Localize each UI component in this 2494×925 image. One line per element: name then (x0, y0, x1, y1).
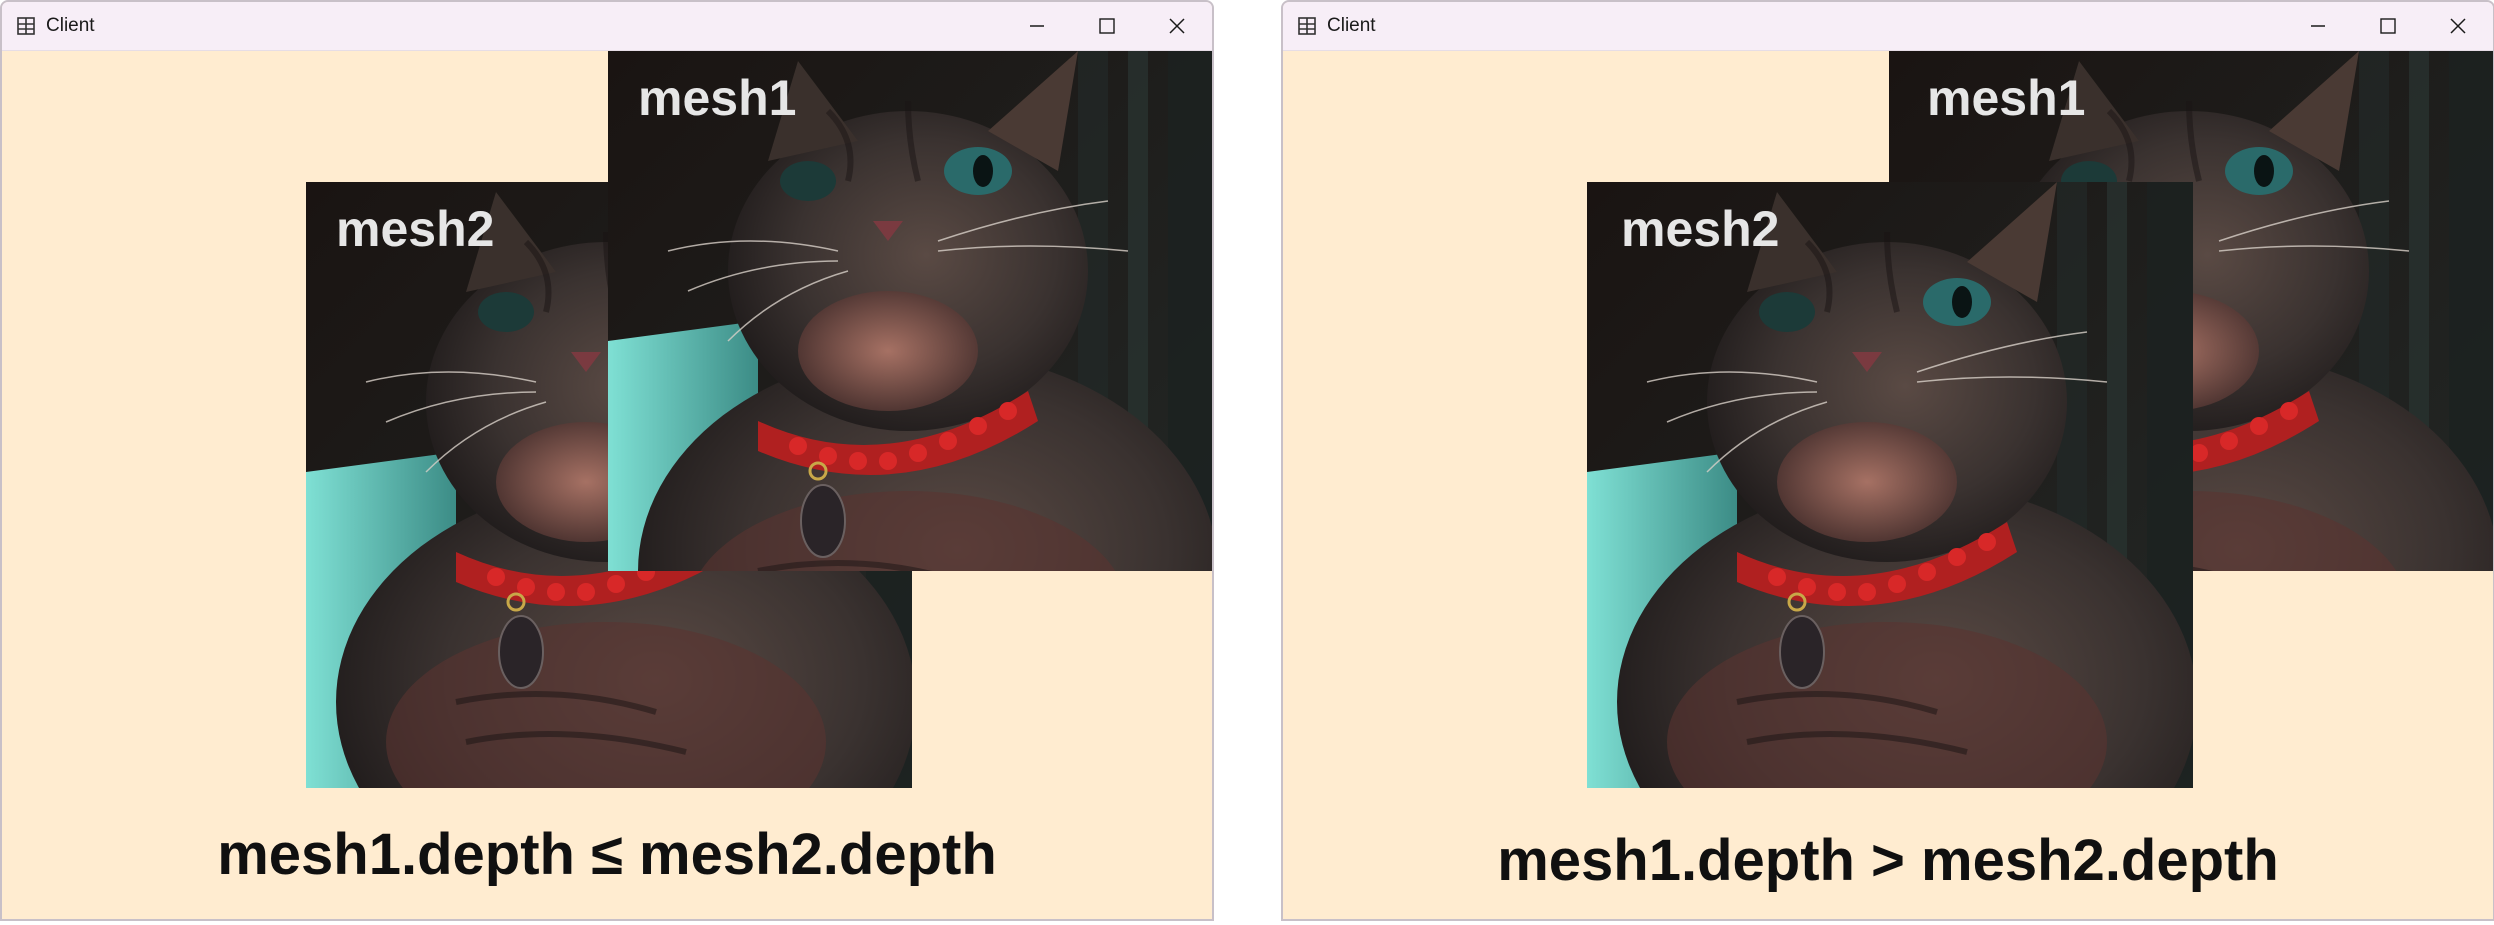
app-icon (17, 17, 35, 35)
maximize-icon (1099, 18, 1115, 34)
mesh1-quad: mesh1 (608, 51, 1214, 571)
client-window-left[interactable]: Client mesh2 mesh1 mesh1.d (0, 0, 1214, 921)
depth-caption: mesh1.depth ≤ mesh2.depth (217, 822, 997, 887)
client-window-right[interactable]: Client mesh1 mesh2 mesh1.d (1281, 0, 2494, 921)
mesh1-label: mesh1 (638, 70, 797, 126)
close-button[interactable] (1142, 2, 1212, 50)
title-bar[interactable]: Client (2, 2, 1212, 51)
maximize-button[interactable] (1072, 2, 1142, 50)
close-button[interactable] (2423, 2, 2493, 50)
app-icon (1298, 17, 1316, 35)
window-title: Client (1327, 15, 1376, 36)
cat-photo (1587, 182, 2193, 788)
title-bar[interactable]: Client (1283, 2, 2493, 51)
render-canvas[interactable]: mesh2 mesh1 mesh1.depth ≤ mesh2.depth (2, 51, 1212, 919)
maximize-icon (2380, 18, 2396, 34)
mesh2-label: mesh2 (1621, 201, 1780, 257)
mesh2-quad: mesh2 (1587, 182, 2193, 788)
window-title: Client (46, 15, 95, 36)
cat-photo (608, 51, 1214, 571)
mesh1-label: mesh1 (1927, 70, 2086, 126)
close-icon (1169, 18, 1185, 34)
minimize-icon (2311, 25, 2325, 27)
minimize-button[interactable] (1002, 2, 1072, 50)
close-icon (2450, 18, 2466, 34)
mesh2-quad: mesh2 (306, 182, 912, 788)
minimize-icon (1030, 25, 1044, 27)
render-canvas[interactable]: mesh1 mesh2 mesh1.depth > mesh2.depth (1283, 51, 2493, 919)
depth-caption: mesh1.depth > mesh2.depth (1497, 828, 2279, 893)
mesh2-label: mesh2 (336, 201, 495, 257)
minimize-button[interactable] (2283, 2, 2353, 50)
mesh1-quad: mesh1 (1889, 51, 2494, 571)
maximize-button[interactable] (2353, 2, 2423, 50)
